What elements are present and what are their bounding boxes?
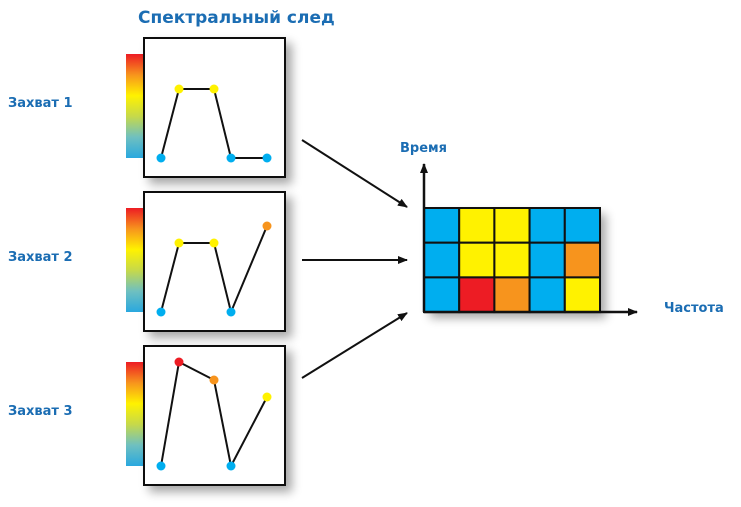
grid-cell bbox=[528, 276, 566, 314]
capture-2: Захват 2 bbox=[8, 191, 286, 332]
trace-point bbox=[226, 307, 236, 317]
frequency-axis-label: Частота bbox=[664, 301, 724, 316]
trace-point bbox=[262, 153, 272, 163]
colorbar bbox=[126, 54, 144, 158]
arrow-capture-1 bbox=[301, 139, 408, 208]
arrows bbox=[301, 139, 408, 379]
trace-point bbox=[174, 84, 184, 94]
trace-panel bbox=[143, 37, 286, 178]
grid-cell bbox=[458, 207, 496, 244]
trace-point bbox=[262, 392, 272, 402]
trace-point bbox=[156, 461, 166, 471]
trace-point bbox=[262, 221, 272, 231]
capture-label: Захват 1 bbox=[8, 96, 73, 111]
colorbar bbox=[126, 362, 144, 466]
grid-cell bbox=[423, 241, 461, 279]
trace-point bbox=[209, 238, 219, 248]
capture-3: Захват 3 bbox=[8, 345, 286, 486]
grid-cell bbox=[493, 276, 531, 314]
grid-cell bbox=[423, 207, 461, 244]
trace-point bbox=[209, 375, 219, 385]
grid-cell bbox=[563, 207, 601, 244]
grid-cell bbox=[563, 276, 601, 314]
trace-point bbox=[156, 307, 166, 317]
grid-cell bbox=[528, 241, 566, 279]
grid-cell bbox=[493, 241, 531, 279]
grid-cell bbox=[563, 241, 601, 279]
trace-panel bbox=[143, 191, 286, 332]
spectrogram-grid bbox=[423, 207, 601, 314]
capture-label: Захват 3 bbox=[8, 404, 73, 419]
arrow-capture-3 bbox=[301, 312, 408, 379]
trace-point bbox=[174, 238, 184, 248]
grid-cell bbox=[493, 207, 531, 244]
trace-panel bbox=[143, 345, 286, 486]
grid-cell bbox=[458, 276, 496, 314]
diagram-title: Спектральный след bbox=[138, 8, 335, 28]
grid-cell bbox=[528, 207, 566, 244]
trace-point bbox=[156, 153, 166, 163]
capture-label: Захват 2 bbox=[8, 250, 73, 265]
trace-point bbox=[174, 357, 184, 367]
grid-cell bbox=[423, 276, 461, 314]
trace-point bbox=[209, 84, 219, 94]
colorbar bbox=[126, 208, 144, 312]
capture-1: Захват 1 bbox=[8, 37, 286, 178]
trace-point bbox=[226, 153, 236, 163]
grid-cell bbox=[458, 241, 496, 279]
trace-point bbox=[226, 461, 236, 471]
time-axis-label: Время bbox=[400, 141, 447, 156]
